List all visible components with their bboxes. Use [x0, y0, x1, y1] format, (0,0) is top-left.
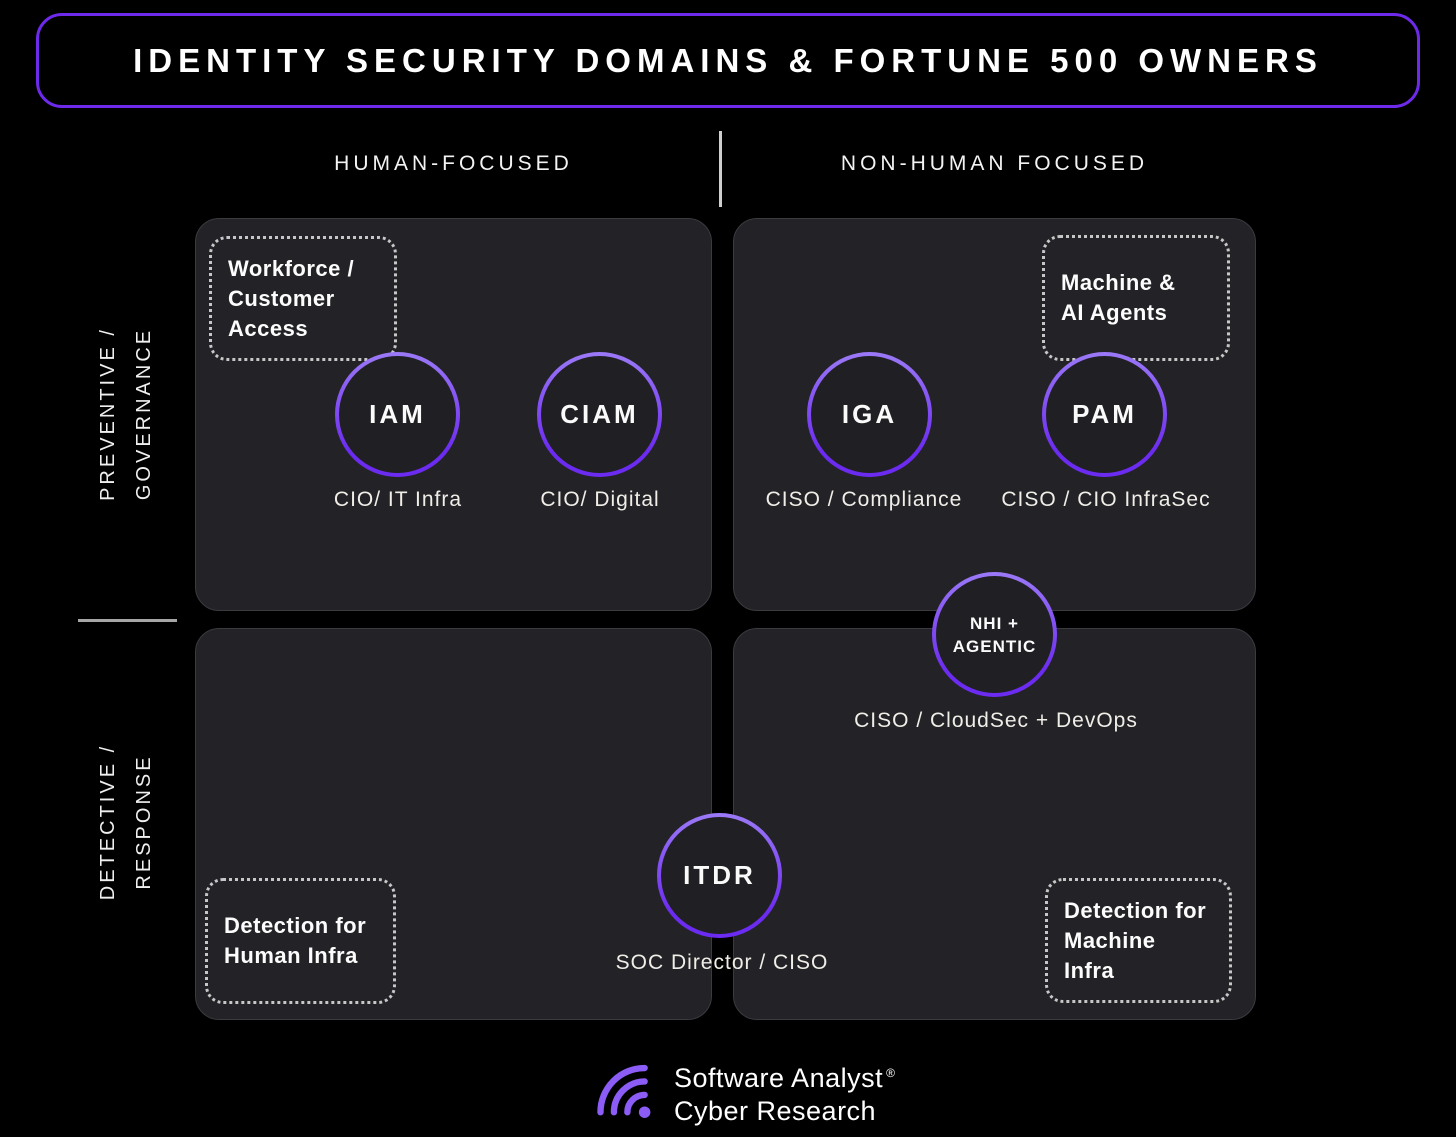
brand-line-1: Software Analyst® [674, 1057, 895, 1095]
domain-label: IAM [369, 399, 426, 429]
domain-circle-ciam: CIAM [537, 352, 662, 477]
row-label-line: DETECTIVE / [97, 743, 119, 901]
tag-workforce-customer-access: Workforce / Customer Access [209, 236, 397, 361]
domain-circle-itdr: ITDR [657, 813, 782, 938]
domain-circle-inner: PAM [1046, 356, 1163, 473]
owner-label-ciam: CIO/ Digital [540, 488, 660, 511]
domain-circle-nhi-agentic: NHI + AGENTIC [932, 572, 1057, 697]
row-label-line: PREVENTIVE / [97, 327, 119, 501]
tag-detection-machine-infra: Detection for Machine Infra [1045, 878, 1232, 1003]
page-title: IDENTITY SECURITY DOMAINS & FORTUNE 500 … [133, 41, 1323, 79]
tag-line: Workforce / [228, 255, 355, 281]
domain-circle-inner: IGA [811, 356, 928, 473]
owner-label-nhi: CISO / CloudSec + DevOps [854, 709, 1138, 732]
brand-footer: Software Analyst® Cyber Research [596, 1057, 895, 1128]
column-header-human-focused: HUMAN-FOCUSED [334, 152, 573, 175]
brand-line-2: Cyber Research [674, 1096, 877, 1126]
row-label-line: RESPONSE [133, 754, 155, 890]
domain-circle-inner: CIAM [541, 356, 658, 473]
column-header-non-human-focused: NON-HUMAN FOCUSED [840, 152, 1149, 175]
owner-label-iam: CIO/ IT Infra [333, 488, 463, 511]
tag-detection-human-infra: Detection for Human Infra [205, 878, 396, 1004]
domain-label: NHI + [970, 613, 1019, 633]
tag-line: Customer [228, 285, 335, 311]
column-divider [719, 131, 722, 207]
domain-label: ITDR [683, 860, 756, 890]
title-banner: IDENTITY SECURITY DOMAINS & FORTUNE 500 … [36, 13, 1420, 108]
brand-name: Software Analyst® Cyber Research [674, 1057, 895, 1128]
tag-line: Machine [1064, 927, 1156, 953]
domain-label: PAM [1072, 399, 1137, 429]
tag-line: Machine & [1061, 270, 1176, 295]
owner-label-iga: CISO / Compliance [765, 488, 963, 511]
domain-circle-inner: ITDR [661, 817, 778, 934]
domain-circle-inner: IAM [339, 356, 456, 473]
domain-label: IGA [841, 399, 898, 429]
row-label-detective-response: DETECTIVE / RESPONSE [71, 672, 181, 972]
tag-line: Access [228, 315, 309, 341]
tag-line: Detection for [1064, 897, 1207, 923]
owner-label-itdr: SOC Director / CISO [615, 951, 829, 974]
owner-label-pam: CISO / CIO InfraSec [1001, 488, 1211, 511]
tag-line: AI Agents [1061, 300, 1168, 325]
domain-circle-iam: IAM [335, 352, 460, 477]
tag-line: Detection for [224, 913, 367, 938]
quadrant-detective-human [195, 628, 712, 1020]
domain-circle-inner: NHI + AGENTIC [936, 576, 1053, 693]
tag-line: Infra [1064, 957, 1115, 983]
row-label-line: GOVERNANCE [133, 327, 155, 501]
domain-label: AGENTIC [952, 636, 1037, 656]
brand-line-1-text: Software Analyst [674, 1063, 884, 1093]
row-divider [78, 619, 177, 622]
signal-arcs-logo-icon [597, 1064, 651, 1118]
domain-circle-pam: PAM [1042, 352, 1167, 477]
domain-label: CIAM [560, 399, 639, 429]
tag-line: Human Infra [224, 943, 358, 968]
registered-mark: ® [886, 1066, 896, 1080]
domain-circle-iga: IGA [807, 352, 932, 477]
tag-machine-ai-agents: Machine & AI Agents [1042, 235, 1230, 361]
row-label-preventive-governance: PREVENTIVE / GOVERNANCE [71, 264, 181, 564]
